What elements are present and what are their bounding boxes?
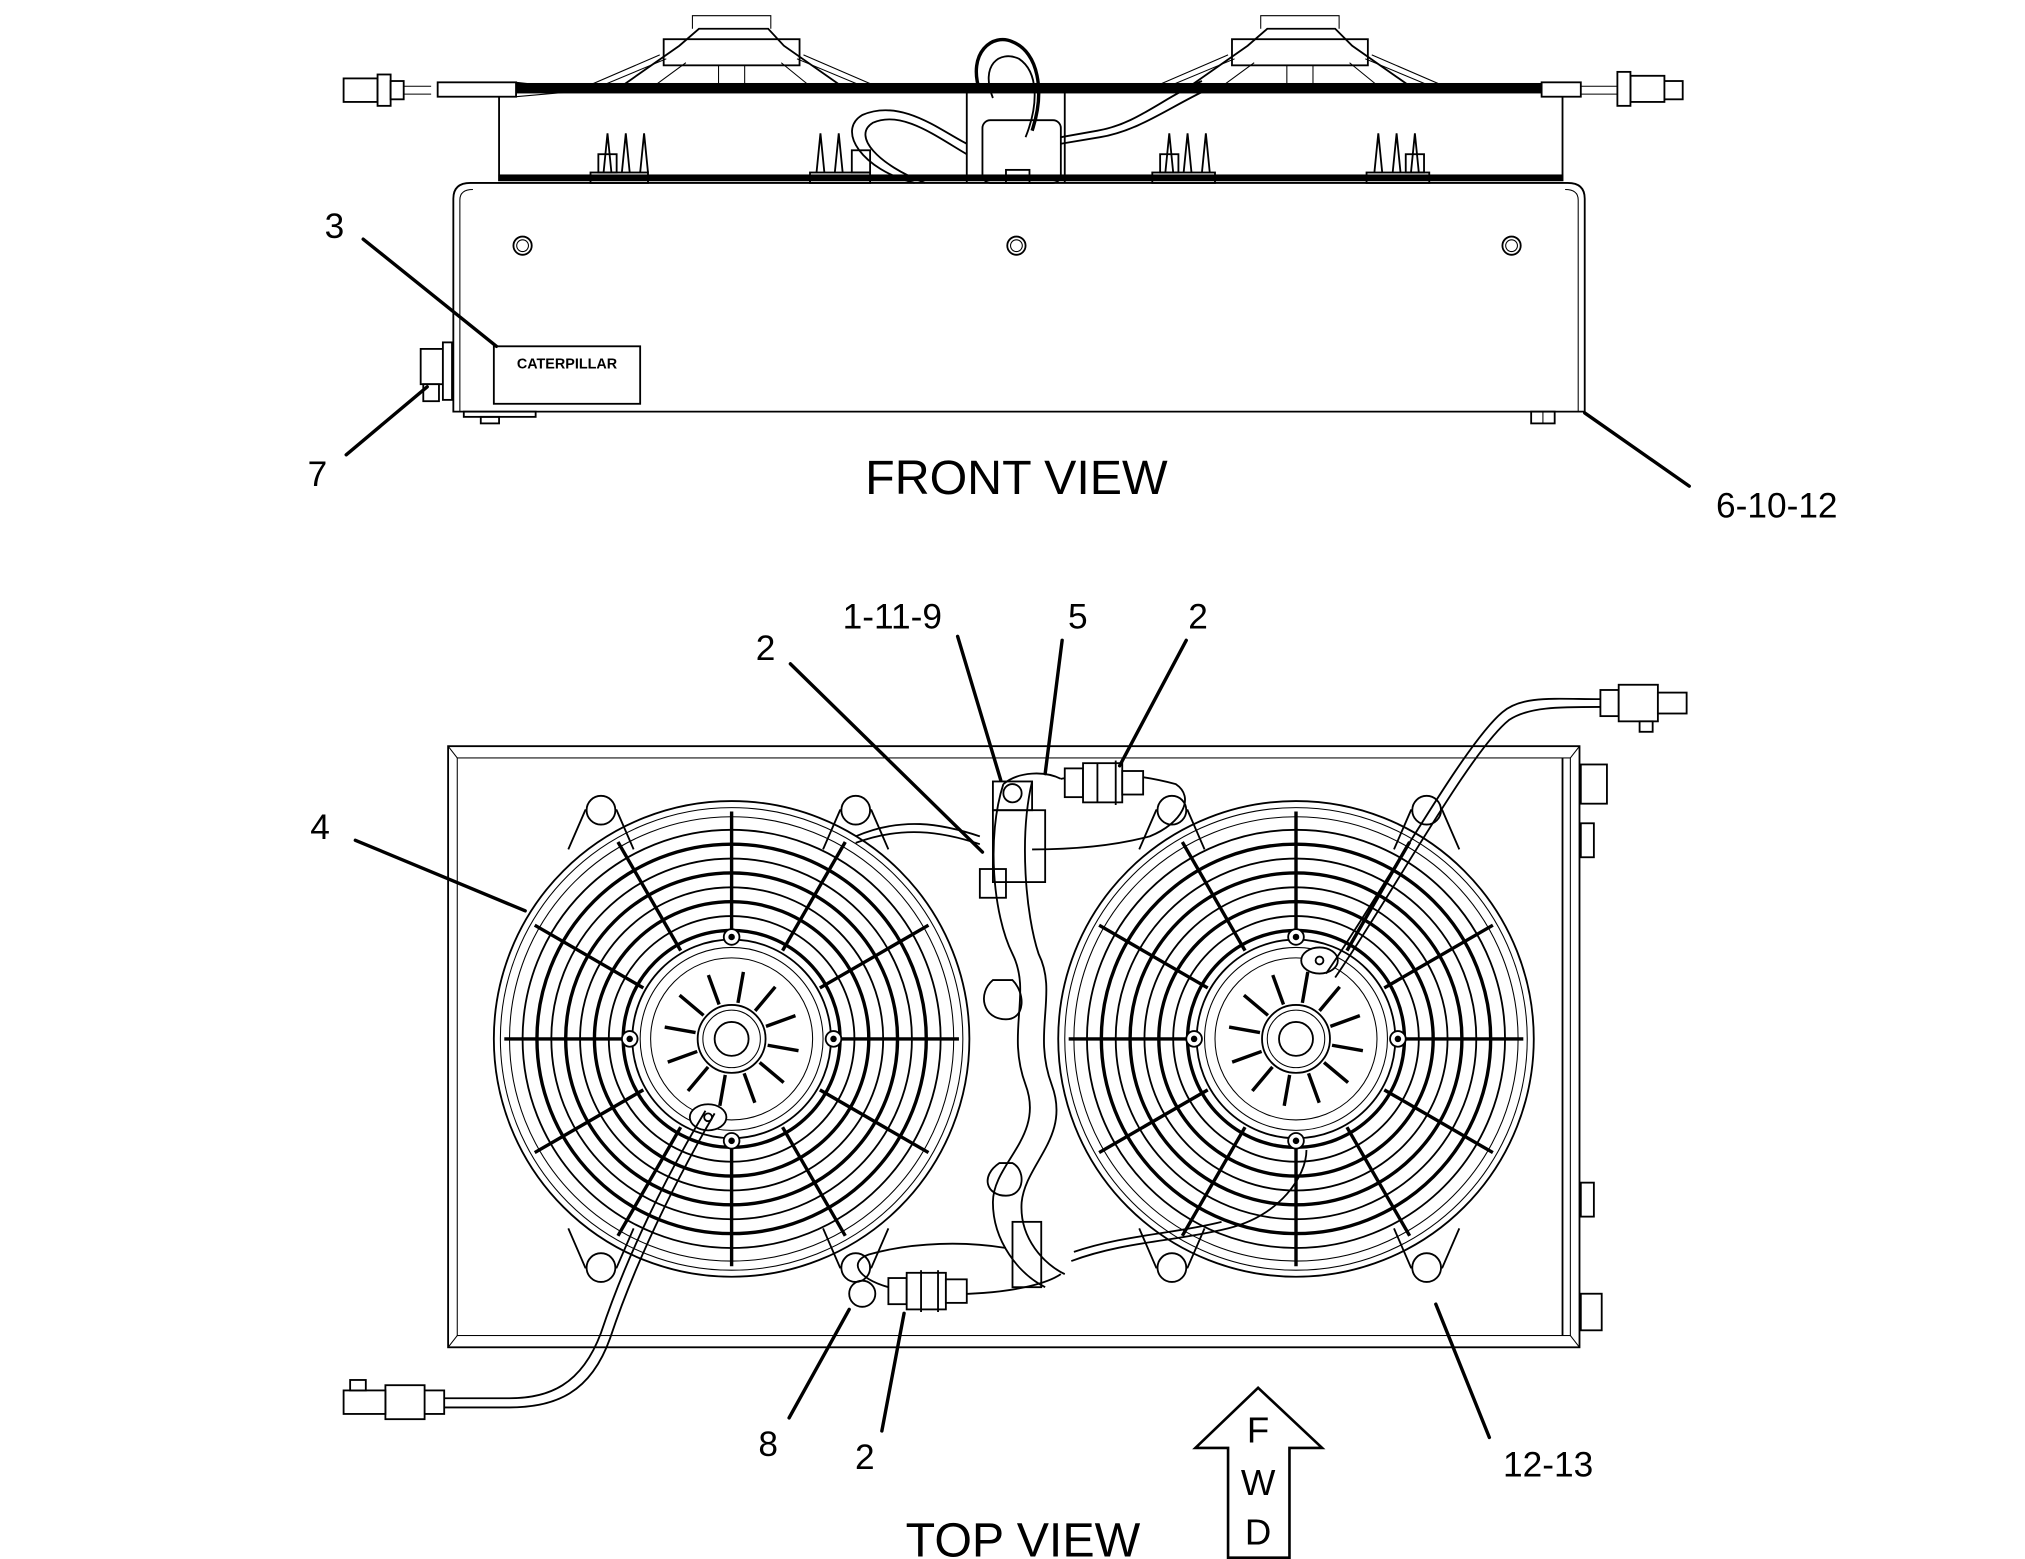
fwd-letter-w: W [1241, 1462, 1276, 1503]
right-fan-connector [1489, 70, 1684, 107]
side-connector [419, 341, 453, 403]
top-view-title: TOP VIEW [906, 1513, 1141, 1559]
front-view: CATERPILLAR 3 7 6-10-12 FRONT VIEW [308, 15, 1838, 525]
callout-12-13: 12-13 [1503, 1446, 1593, 1485]
callout-2-upper-left: 2 [756, 629, 776, 668]
fan-assembly-right [1057, 794, 1535, 1283]
external-wire-right [1325, 683, 1688, 978]
top-view: 2 1-11-9 5 2 4 8 2 12-13 TOP VIEW F W D [310, 598, 1688, 1559]
leader-line-2-upper-left [788, 662, 985, 854]
external-wire-left [342, 1110, 716, 1421]
caterpillar-decal: CATERPILLAR [492, 345, 642, 405]
bottom-bolts [462, 410, 1556, 425]
left-fan-connector [342, 73, 575, 107]
radiator-box-front [452, 182, 1586, 413]
leader-line-7 [344, 385, 429, 457]
callout-8: 8 [758, 1425, 778, 1464]
side-tabs [1579, 763, 1608, 1332]
callout-2-upper-right: 2 [1188, 598, 1208, 637]
leader-line-12-13 [1434, 1302, 1492, 1440]
callout-2-lower: 2 [855, 1438, 875, 1477]
fwd-letter-d: D [1245, 1512, 1271, 1553]
leader-line-5 [1043, 638, 1064, 776]
fan-housing [498, 90, 1564, 182]
fan-assembly-left [492, 794, 971, 1283]
decal-text: CATERPILLAR [517, 357, 618, 373]
harness-loop [851, 38, 1209, 184]
callout-6-10-12: 6-10-12 [1716, 486, 1838, 525]
leader-line-1-11-9 [955, 634, 1003, 782]
forward-direction-arrow: F W D [1192, 1386, 1326, 1559]
leader-line-3 [361, 237, 499, 348]
left-fan-motor-dome [574, 15, 889, 93]
leader-line-4 [353, 838, 527, 913]
callout-7: 7 [308, 455, 328, 494]
callout-3: 3 [325, 207, 345, 246]
center-harness [848, 760, 1308, 1313]
callout-5: 5 [1068, 598, 1088, 637]
radiator-frame-top [447, 745, 1581, 1349]
mounting-holes [512, 235, 1522, 256]
callout-4: 4 [310, 808, 330, 847]
right-fan-motor-dome [1142, 15, 1457, 93]
fwd-letter-f: F [1247, 1410, 1269, 1451]
front-view-title: FRONT VIEW [865, 451, 1168, 505]
leader-line-8 [787, 1307, 851, 1420]
leader-line-6-10-12 [1583, 411, 1691, 488]
leader-line-2-lower [880, 1311, 906, 1433]
leader-line-2-upper-right [1117, 638, 1188, 768]
callout-1-11-9: 1-11-9 [843, 598, 942, 637]
